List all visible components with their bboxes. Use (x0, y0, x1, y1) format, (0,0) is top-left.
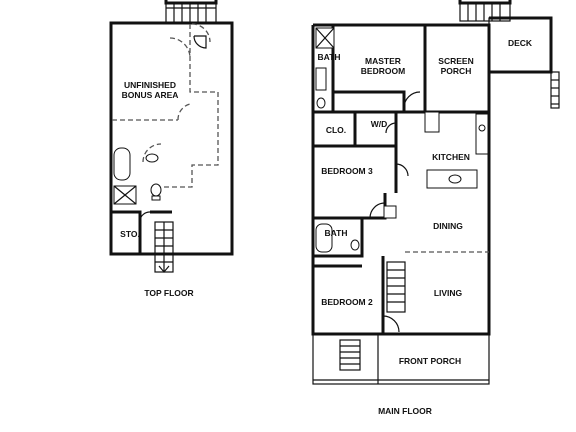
master-bath-label: BATH (318, 52, 341, 62)
bonus-tub (113, 147, 131, 181)
wd-label: W/D (371, 119, 388, 129)
deck-stair (458, 0, 512, 22)
kitchen-counter (475, 113, 489, 155)
storage-label: STO. (120, 229, 140, 239)
kitchen-fridge (424, 111, 440, 133)
top-floor-outline (109, 21, 234, 256)
bedroom3-door (369, 202, 386, 219)
bonus-sink (145, 153, 159, 163)
living-label: LIVING (434, 288, 463, 298)
front-porch-label: FRONT PORCH (399, 356, 461, 366)
screen-porch-label-2: PORCH (441, 66, 472, 76)
hall-closet (383, 205, 397, 219)
bonus-label-2: BONUS AREA (122, 90, 179, 100)
hall-door (395, 163, 409, 177)
top-floor-caption: TOP FLOOR (144, 288, 193, 298)
main-floor-caption: MAIN FLOOR (378, 406, 432, 416)
bedroom3-label: BEDROOM 3 (321, 166, 373, 176)
bonus-label-1: UNFINISHED (124, 80, 176, 90)
master-label-1: MASTER (365, 56, 401, 66)
bonus-dashed-walls (112, 23, 219, 188)
storage-wall (111, 210, 142, 254)
master-toilet (316, 97, 326, 109)
dining-label: DINING (433, 221, 463, 231)
storage-door (139, 211, 151, 221)
bath-label: BATH (325, 228, 348, 238)
bath-wall (313, 218, 364, 258)
bedroom3-wall (313, 193, 387, 220)
closet-label: CLO. (326, 125, 346, 135)
top-floor-plan: UNFINISHED BONUS AREA STO. TOP FLOOR (109, 0, 234, 298)
screen-porch-label-1: SCREEN (438, 56, 473, 66)
bath-toilet (350, 239, 360, 251)
main-floor-plan: BATH MASTER BEDROOM SCREEN PORCH DECK CL… (311, 0, 560, 416)
bedroom2-label: BEDROOM 2 (321, 297, 373, 307)
top-stair-lower (154, 221, 174, 273)
master-door (403, 91, 421, 109)
bedroom2-door (382, 315, 400, 333)
deck-label: DECK (508, 38, 533, 48)
kitchen-label: KITCHEN (432, 152, 470, 162)
front-porch (312, 333, 490, 385)
top-stair-upper (164, 0, 218, 24)
wd-door (385, 122, 397, 134)
top-door (193, 35, 207, 49)
bonus-toilet (150, 183, 162, 197)
bath-tub (315, 223, 333, 253)
master-vanity (315, 67, 327, 91)
deck (488, 16, 560, 109)
main-stair (386, 261, 406, 313)
master-label-2: BEDROOM (361, 66, 405, 76)
